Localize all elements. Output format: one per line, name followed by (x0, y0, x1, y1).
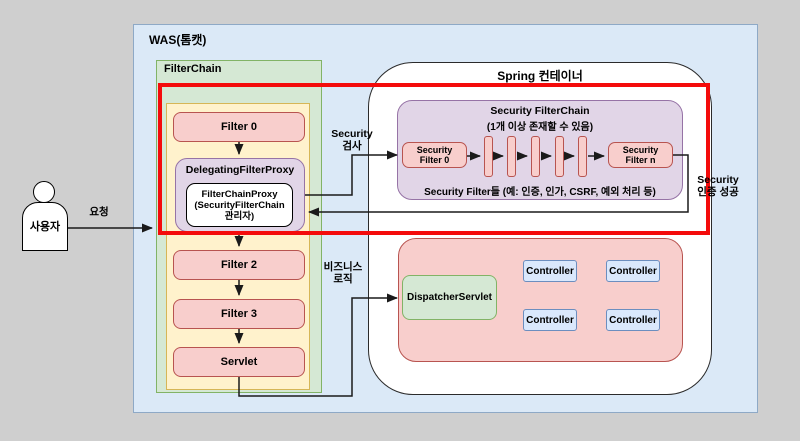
security-filter-bar (578, 136, 587, 177)
user-actor-label: 사용자 (29, 221, 61, 233)
auth-success-label: Security 인증 성공 (697, 174, 739, 198)
spring-container-title: Spring 컨테이너 (497, 69, 583, 83)
security-filter-bar (531, 136, 540, 177)
security-filterchain-subtitle: (1개 이상 존재할 수 있음) (486, 122, 594, 133)
security-filter-bar (507, 136, 516, 177)
security-filter-bar (555, 136, 564, 177)
security-filter-0-box: Security Filter 0 (402, 142, 467, 168)
dispatcher-servlet-box: DispatcherServlet (402, 275, 497, 320)
security-check-label: Security 검사 (331, 128, 373, 152)
security-filters-caption: Security Filter들 (예: 인증, 인가, CSRF, 예외 처리… (424, 187, 656, 198)
user-actor-icon (33, 181, 55, 203)
controller-box: Controller (606, 309, 660, 331)
filter0-box: Filter 0 (173, 112, 305, 142)
security-filter-n-box: Security Filter n (608, 142, 673, 168)
was-title: WAS(톰캣) (149, 33, 207, 47)
request-label: 요청 (89, 206, 109, 218)
controller-box: Controller (523, 260, 577, 282)
business-logic-label: 비즈니스 로직 (323, 261, 363, 285)
security-filterchain-title: Security FilterChain (490, 105, 590, 117)
filter-chain-proxy-box: FilterChainProxy (SecurityFilterChain 관리… (186, 183, 293, 227)
servlet-box: Servlet (173, 347, 305, 377)
delegating-filter-proxy-label: DelegatingFilterProxy (185, 164, 295, 176)
security-filter-bar (484, 136, 493, 177)
controller-box: Controller (523, 309, 577, 331)
filterchain-title: FilterChain (164, 63, 222, 75)
filter2-box: Filter 2 (173, 250, 305, 280)
filter3-box: Filter 3 (173, 299, 305, 329)
user-actor-body: 사용자 (22, 202, 68, 251)
controller-box: Controller (606, 260, 660, 282)
